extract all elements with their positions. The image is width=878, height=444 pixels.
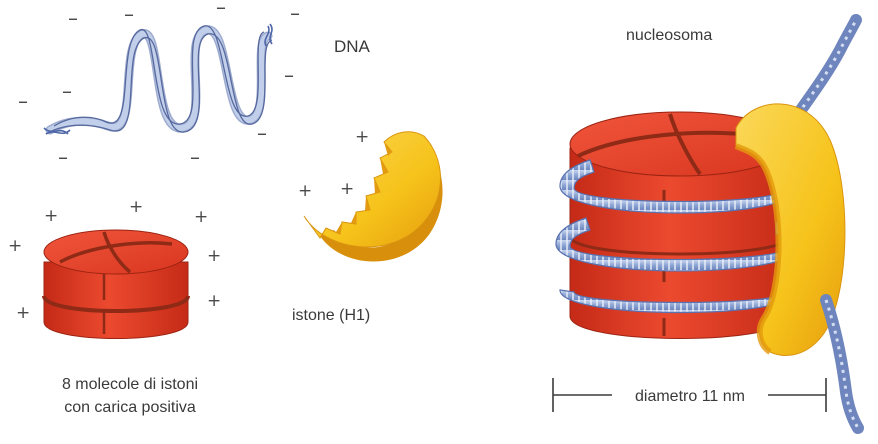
h1-notch-edges (336, 142, 392, 234)
h1-label: istone (H1) (292, 307, 370, 324)
octamer-label-line2: con carica positiva (64, 399, 196, 416)
histone-h1 (303, 131, 443, 262)
negative-charge: – (190, 145, 200, 169)
positive-charge: + (194, 207, 208, 227)
dna-helix-strand (45, 33, 273, 135)
negative-charge: – (62, 79, 72, 103)
positive-charge: + (129, 197, 143, 217)
dna-helix-tail-right (264, 23, 273, 47)
octamer-positive-charges: + + + + + + + (8, 197, 221, 323)
negative-charge: – (58, 145, 68, 169)
dna-negative-charges: – – – – – – – – – – (18, 0, 300, 169)
positive-charge: + (44, 206, 58, 226)
positive-charge: + (340, 179, 354, 199)
octamer-side (43, 261, 189, 339)
histone-octamer (42, 229, 190, 339)
negative-charge: – (257, 121, 267, 145)
linker-dna-bottom-detail (824, 299, 860, 429)
h1-positive-charges: + + + (298, 127, 369, 201)
dna-label: DNA (334, 37, 371, 56)
octamer-label-line1: 8 molecole di istoni (62, 376, 198, 393)
dna-helix-tail-left (43, 127, 71, 135)
negative-charge: – (68, 6, 78, 30)
negative-charge: – (18, 89, 28, 113)
diameter-label: diametro 11 nm (635, 388, 745, 405)
octamer-top-grooves (59, 231, 173, 274)
positive-charge: + (16, 303, 30, 323)
negative-charge: – (124, 2, 134, 26)
nucleosome-label: nucleosoma (626, 27, 712, 44)
negative-charge: – (284, 63, 294, 87)
negative-charge: – (290, 1, 300, 25)
nucleosome-h1-edge (734, 143, 782, 355)
positive-charge: + (8, 236, 22, 256)
positive-charge: + (355, 127, 369, 147)
dna-helix (43, 23, 273, 135)
octamer-top (43, 229, 189, 275)
positive-charge: + (207, 246, 221, 266)
negative-charge: – (216, 0, 226, 19)
dna-helix-front (47, 26, 271, 133)
diameter-scale (552, 378, 827, 412)
positive-charge: + (298, 181, 312, 201)
dna-helix-strand-2 (53, 25, 265, 127)
octamer-middle-groove (42, 295, 190, 313)
positive-charge: + (207, 291, 221, 311)
nucleosome (555, 14, 864, 434)
